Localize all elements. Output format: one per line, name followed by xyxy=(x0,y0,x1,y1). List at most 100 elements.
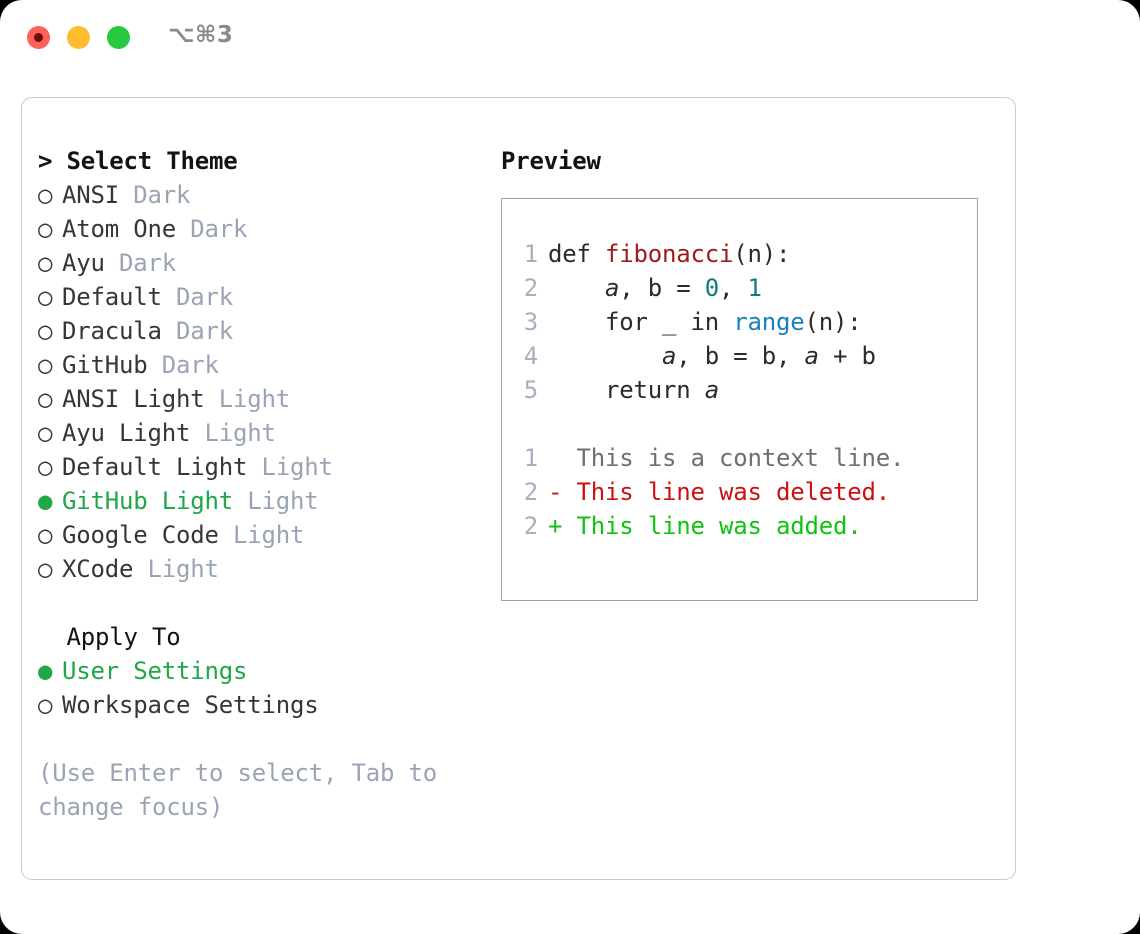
minimize-button[interactable] xyxy=(67,26,90,49)
theme-option-variant: Dark xyxy=(104,249,176,277)
code-token: a xyxy=(605,274,620,302)
window-controls xyxy=(27,26,130,49)
theme-option-name: XCode xyxy=(62,555,134,583)
diff-block: 1 This is a context line.2- This line wa… xyxy=(514,441,971,543)
theme-option-variant: Dark xyxy=(161,283,233,311)
theme-option[interactable]: ○Default Light Light xyxy=(38,450,468,484)
theme-option-variant: Dark xyxy=(176,215,248,243)
theme-option-name: Default xyxy=(62,283,162,311)
code-token: (n): xyxy=(804,308,862,336)
theme-option[interactable]: ○Atom One Dark xyxy=(38,212,468,246)
close-button[interactable] xyxy=(27,26,50,49)
radio-unselected-icon: ○ xyxy=(38,215,53,243)
theme-option-variant: Dark xyxy=(161,317,233,345)
main-panel: > Select Theme ○ANSI Dark○Atom One Dark○… xyxy=(21,97,1016,880)
theme-option[interactable]: ○ XCode Light xyxy=(38,552,468,586)
code-token: a xyxy=(804,342,819,370)
theme-option[interactable]: ○ Ayu Light Light xyxy=(38,416,468,450)
theme-option-variant: Light xyxy=(133,555,219,583)
column-spacer xyxy=(38,586,468,620)
keyboard-hint-text: (Use Enter to select, Tab to change focu… xyxy=(38,759,437,821)
radio-unselected-icon: ○ xyxy=(38,385,53,413)
radio-unselected-icon: ○ xyxy=(38,419,53,447)
code-token: + b xyxy=(818,342,876,370)
radio-unselected-icon: ○ xyxy=(38,453,53,481)
code-line: 5 return a xyxy=(514,373,971,407)
code-token: (n): xyxy=(733,240,791,268)
theme-option-name: GitHub xyxy=(62,351,148,379)
theme-option[interactable]: ○ANSI Dark xyxy=(38,178,468,212)
theme-option-name: Ayu Light xyxy=(62,419,191,447)
radio-unselected-icon: ○ xyxy=(38,521,53,549)
title-bar: ⌥⌘3 xyxy=(0,0,1140,78)
radio-unselected-icon: ○ xyxy=(38,283,53,311)
diff-text: This is a context line. xyxy=(562,444,905,472)
apply-to-header: Apply To xyxy=(38,623,181,651)
theme-option-variant: Light xyxy=(190,419,276,447)
theme-option-variant: Dark xyxy=(147,351,219,379)
radio-unselected-icon: ○ xyxy=(38,691,53,719)
theme-picker-column: > Select Theme ○ANSI Dark○Atom One Dark○… xyxy=(38,144,468,824)
theme-option-name: GitHub Light xyxy=(62,487,233,515)
theme-option-variant: Light xyxy=(204,385,290,413)
theme-option[interactable]: ○ GitHub Dark xyxy=(38,348,468,382)
theme-option-name: Dracula xyxy=(62,317,162,345)
code-token: a xyxy=(662,342,677,370)
theme-option[interactable]: ○ ANSI Light Light xyxy=(38,382,468,416)
apply-to-option[interactable]: ●User Settings xyxy=(38,654,468,688)
code-token: return xyxy=(548,376,705,404)
apply-to-option-label: User Settings xyxy=(62,657,248,685)
diff-text: This line was added. xyxy=(562,512,862,540)
theme-option-name: Google Code xyxy=(62,521,219,549)
theme-option[interactable]: ● GitHub Light Light xyxy=(38,484,468,518)
code-token: , b = b, xyxy=(676,342,805,370)
theme-option-variant: Light xyxy=(233,487,319,515)
radio-selected-icon: ● xyxy=(38,487,53,515)
line-number: 2 xyxy=(523,512,538,540)
apply-to-list[interactable]: ●User Settings○Workspace Settings xyxy=(38,654,468,722)
code-token: 0 xyxy=(704,274,719,302)
diff-line: 2 + This line was added. xyxy=(514,509,971,543)
diff-line: 1 This is a context line. xyxy=(514,441,971,475)
code-token: 1 xyxy=(747,274,762,302)
keyboard-shortcut-label: ⌥⌘3 xyxy=(168,22,234,48)
code-line: 1 def fibonacci(n): xyxy=(514,237,971,271)
theme-option-variant: Light xyxy=(247,453,333,481)
theme-option[interactable]: ○ Google Code Light xyxy=(38,518,468,552)
code-token: for _ in xyxy=(548,308,734,336)
code-token: fibonacci xyxy=(605,240,734,268)
diff-marker xyxy=(548,444,562,472)
diff-marker: - xyxy=(548,478,563,506)
code-token: def xyxy=(548,240,605,268)
diff-line: 2- This line was deleted. xyxy=(514,475,971,509)
line-number: 5 xyxy=(523,376,538,404)
theme-list[interactable]: ○ANSI Dark○Atom One Dark○Ayu Dark○Defaul… xyxy=(38,178,468,586)
theme-option-variant: Dark xyxy=(119,181,191,209)
line-number: 1 xyxy=(523,240,538,268)
code-line: 4 a, b = b, a + b xyxy=(514,339,971,373)
code-token: a xyxy=(704,376,719,404)
line-number: 2 xyxy=(523,274,538,302)
preview-title: Preview xyxy=(501,147,601,175)
theme-option[interactable]: ○Ayu Dark xyxy=(38,246,468,280)
apply-to-option[interactable]: ○Workspace Settings xyxy=(38,688,468,722)
radio-unselected-icon: ○ xyxy=(38,351,53,379)
code-token: , b = xyxy=(619,274,705,302)
diff-marker: + xyxy=(548,512,563,540)
radio-unselected-icon: ○ xyxy=(38,555,53,583)
code-token xyxy=(548,342,662,370)
theme-option-variant: Light xyxy=(218,521,305,549)
theme-option-name: ANSI Light xyxy=(62,385,205,413)
theme-option[interactable]: ○ Dracula Dark xyxy=(38,314,468,348)
radio-unselected-icon: ○ xyxy=(38,317,53,345)
theme-option[interactable]: ○ Default Dark xyxy=(38,280,468,314)
theme-option-name: ANSI xyxy=(62,181,119,209)
line-number: 2 xyxy=(523,478,538,506)
maximize-button[interactable] xyxy=(107,26,130,49)
select-theme-header: > Select Theme xyxy=(38,147,238,175)
diff-text: This line was deleted. xyxy=(562,478,890,506)
code-token: , xyxy=(719,274,748,302)
